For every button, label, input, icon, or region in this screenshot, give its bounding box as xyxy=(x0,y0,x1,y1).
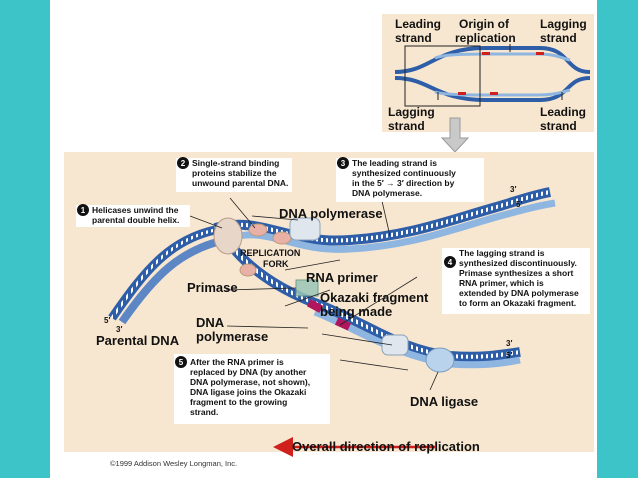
end-3-bottom: 3′ xyxy=(506,339,512,348)
step-1-number: 1 xyxy=(81,206,86,215)
label-dna-polymerase-top: DNA polymerase xyxy=(279,206,383,221)
ssb-protein-3 xyxy=(239,263,257,277)
rna-primer-2 xyxy=(334,317,352,331)
step-5-badge xyxy=(175,356,187,368)
label-rna-primer: RNA primer xyxy=(306,270,378,285)
step-2-badge xyxy=(177,157,189,169)
ssb-protein-2 xyxy=(272,231,292,245)
rna-primer-1 xyxy=(306,299,324,313)
label-parental-dna: Parental DNA xyxy=(96,333,180,348)
step-4-badge xyxy=(444,256,456,268)
end-5-top: 5′ xyxy=(516,200,522,209)
zoom-arrow-icon xyxy=(440,117,470,153)
helicase xyxy=(213,217,243,255)
copyright-notice: ©1999 Addison Wesley Longman, Inc. xyxy=(110,459,238,468)
dna-polymerase-lagging xyxy=(381,334,409,356)
end-5-left: 5′ xyxy=(104,316,110,325)
step-4-number: 4 xyxy=(448,258,453,267)
step-5-number: 5 xyxy=(179,358,184,367)
label-primase: Primase xyxy=(187,280,238,295)
dna-ligase xyxy=(425,347,455,373)
parental-strand-2 xyxy=(118,236,226,325)
ssb-protein-1 xyxy=(248,223,268,237)
leader-lines xyxy=(189,197,439,391)
dna-polymerase-leading xyxy=(289,217,321,241)
end-3-top: 3′ xyxy=(510,185,516,194)
inset-background xyxy=(382,14,594,132)
zoom-box xyxy=(404,45,481,107)
bubble-top-strand xyxy=(394,46,591,74)
bubble-bottom-strand xyxy=(394,76,591,102)
end-3-left: 3′ xyxy=(116,325,122,334)
step-2-number: 2 xyxy=(181,159,186,168)
step-1-badge xyxy=(77,204,89,216)
end-5-bottom: 5′ xyxy=(506,351,512,360)
label-dna-ligase: DNA ligase xyxy=(410,394,478,409)
step-3-badge xyxy=(337,157,349,169)
step-3-number: 3 xyxy=(341,159,346,168)
label-overall-direction: Overall direction of replication xyxy=(292,439,480,454)
